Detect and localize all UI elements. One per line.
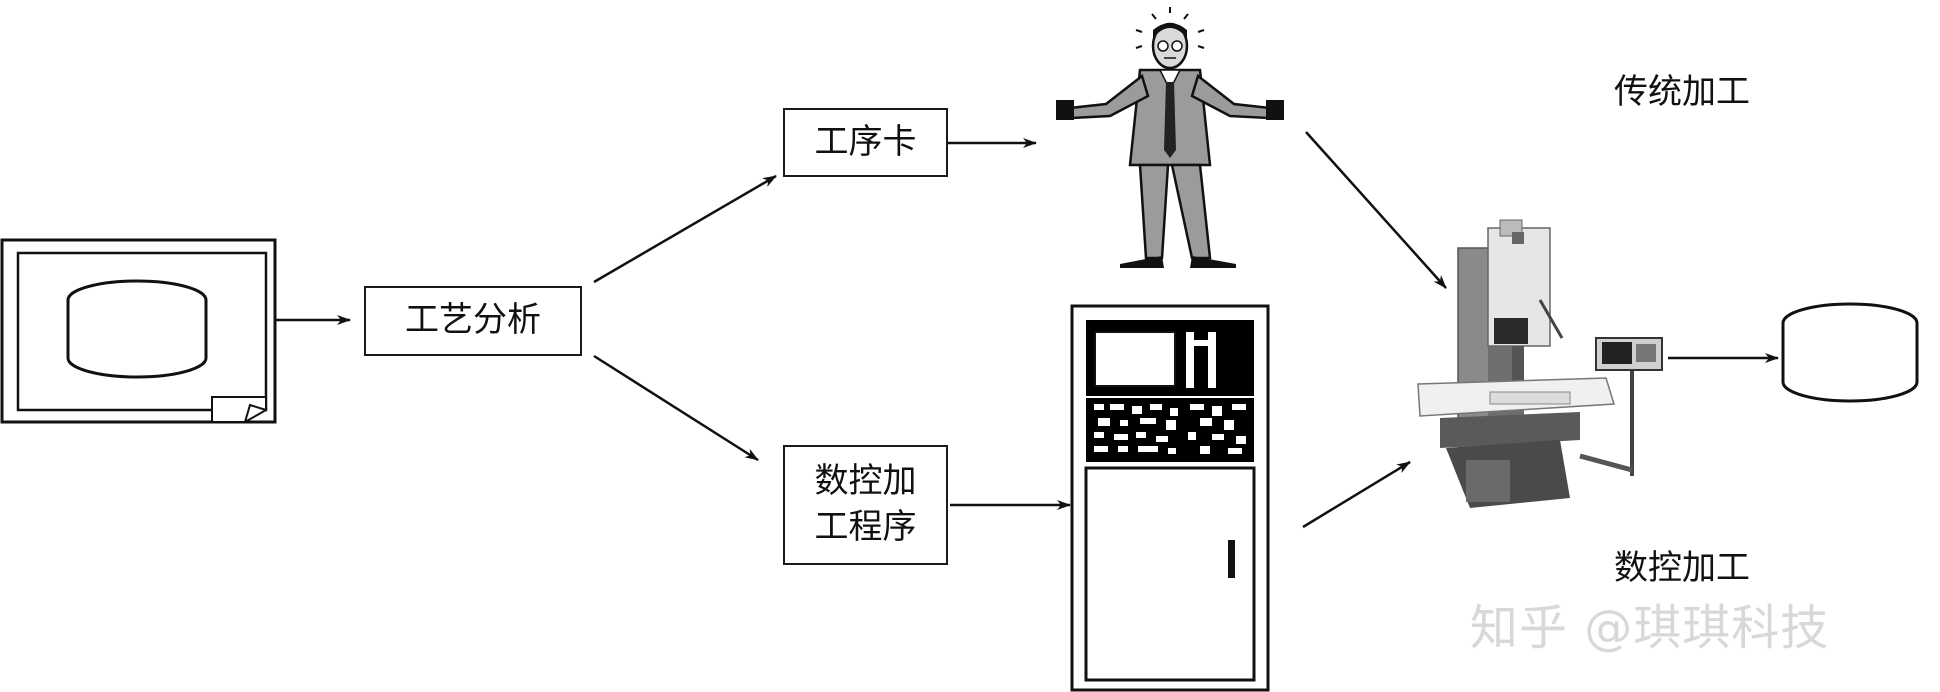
arrow-analysis-to-card xyxy=(593,174,777,284)
process-analysis-box: 工艺分析 xyxy=(364,286,582,356)
nc-program-label-line2: 工程序 xyxy=(814,507,917,547)
finished-part-cylinder-icon xyxy=(1781,302,1919,403)
cnc-controller-cabinet-icon xyxy=(1070,304,1270,692)
arrow-person-to-machine xyxy=(1305,131,1447,289)
process-card-label: 工序卡 xyxy=(814,121,917,162)
nc-program-label-line1: 数控加 xyxy=(814,461,917,502)
arrow-cabinet-to-machine xyxy=(1302,460,1411,529)
process-analysis-label: 工艺分析 xyxy=(405,300,541,341)
process-card-box: 工序卡 xyxy=(783,108,948,177)
arrow-analysis-to-program xyxy=(593,354,759,462)
drawing-sheet-icon xyxy=(0,238,277,424)
watermark: 知乎 @琪琪科技 xyxy=(1470,600,1830,656)
nc-machining-label: 数控加工 xyxy=(1614,548,1750,588)
traditional-machining-label: 传统加工 xyxy=(1614,72,1750,112)
milling-machine-icon xyxy=(1417,219,1663,508)
person-icon xyxy=(1056,7,1284,268)
nc-program-box: 数控加 工程序 xyxy=(783,445,948,565)
